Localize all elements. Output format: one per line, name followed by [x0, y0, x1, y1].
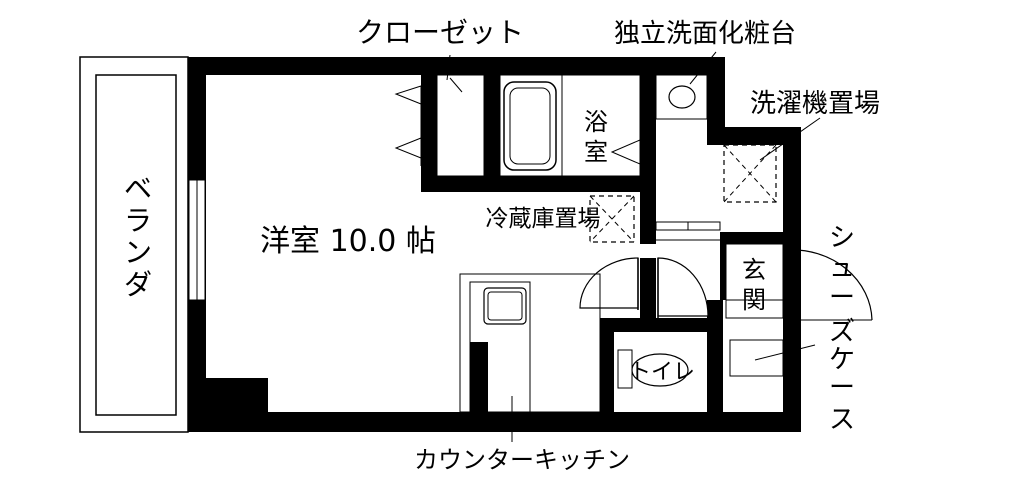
bathroom	[499, 74, 641, 177]
shoe-case-char: ス	[829, 405, 855, 435]
washer-space	[723, 117, 821, 203]
shoe-case-char: ケ	[829, 345, 855, 375]
entrance-label-2: 関	[742, 286, 766, 314]
vanity	[655, 51, 717, 120]
veranda-char: ン	[124, 236, 152, 269]
veranda-char: ベ	[124, 172, 152, 205]
shoe-case-char: シ	[829, 223, 855, 253]
shoe-case-char: ー	[829, 373, 855, 403]
interior-walls	[421, 75, 783, 412]
vanity-label: 独立洗面化粧台	[614, 19, 796, 49]
veranda-char: ダ	[124, 268, 152, 301]
closet	[394, 54, 485, 177]
kitchen-counter	[459, 273, 601, 442]
washer-label: 洗濯機置場	[750, 89, 880, 119]
veranda-char: ラ	[124, 204, 152, 237]
shoe-case-char: ズ	[829, 317, 855, 347]
room-door	[579, 257, 639, 310]
kitchen-label: カウンターキッチン	[414, 446, 630, 474]
entrance-door	[786, 249, 873, 321]
toilet-fixture	[617, 349, 689, 389]
fridge-space	[589, 195, 635, 243]
toilet-door	[657, 257, 709, 318]
closet-label: クローゼット	[356, 16, 524, 49]
bath-label-1: 浴	[584, 108, 608, 136]
shoe-case-label: シ ュ ー ズ ケ ー ス	[829, 223, 855, 435]
bath-label-2: 室	[584, 138, 608, 166]
toilet-label: トイレ	[629, 360, 695, 385]
shoe-case-char: ュ	[829, 253, 855, 283]
veranda-label: ベ ラ ン ダ	[124, 172, 152, 301]
entrance-label-1: 玄	[742, 256, 766, 284]
shoe-case-char: ー	[829, 283, 855, 313]
fridge-label: 冷蔵庫置場	[486, 206, 601, 232]
entrance-area	[725, 243, 816, 377]
hall-doors	[655, 221, 721, 241]
room-label: 洋室 10.0 帖	[260, 224, 436, 259]
veranda-window	[188, 179, 206, 301]
